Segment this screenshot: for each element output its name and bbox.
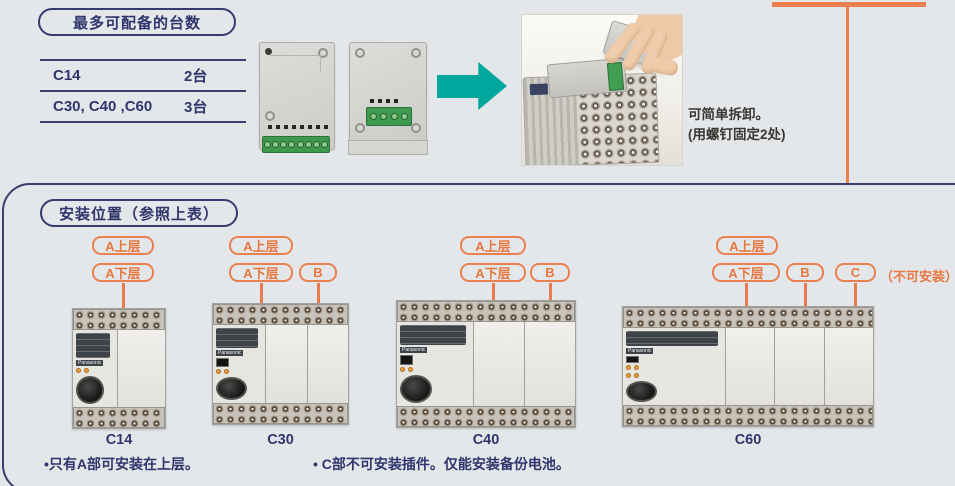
screw-ring bbox=[355, 123, 365, 133]
unit-caption-c14: C14 bbox=[105, 432, 133, 448]
slot-label-a-lower: A下层 bbox=[460, 263, 526, 282]
latch-outline bbox=[270, 55, 321, 72]
plc-unit-c14: Panasonic bbox=[72, 308, 166, 429]
slot-label-c: C bbox=[835, 263, 876, 282]
terminal-strip-top bbox=[213, 304, 348, 325]
unit-caption-c60: C60 bbox=[734, 432, 762, 448]
model-cell: C14 bbox=[53, 67, 81, 84]
cassette-module-front bbox=[259, 42, 335, 153]
terminal-block-green bbox=[262, 136, 330, 153]
slot-label-b: B bbox=[299, 263, 337, 282]
cassette-slot bbox=[473, 322, 524, 406]
indicator-label bbox=[400, 325, 466, 346]
cassette-slot bbox=[524, 322, 575, 406]
round-connector bbox=[76, 376, 104, 404]
cassette-slot bbox=[265, 325, 307, 403]
indicator-label bbox=[626, 331, 718, 346]
usb-port bbox=[216, 358, 229, 367]
plc-unit-c40: Panasonic bbox=[396, 300, 576, 428]
table-row: C30, C40 ,C60 3台 bbox=[40, 90, 246, 123]
status-leds bbox=[216, 368, 229, 374]
panasonic-logo: Panasonic bbox=[400, 347, 428, 354]
max-units-heading-label: 最多可配备的台数 bbox=[72, 14, 201, 32]
count-cell: 3台 bbox=[184, 99, 208, 116]
control-section: Panasonic bbox=[73, 330, 117, 407]
pin-row bbox=[268, 125, 328, 129]
orange-pointer-bar bbox=[772, 2, 926, 7]
table-row: C14 2台 bbox=[40, 59, 246, 90]
cassette-module-back bbox=[348, 42, 428, 155]
slot-label-a-upper: A上层 bbox=[229, 236, 293, 255]
cassette-slot bbox=[306, 325, 348, 403]
terminal-strip-bottom bbox=[623, 405, 873, 426]
install-position-heading: 安装位置（参照上表） bbox=[40, 199, 238, 227]
terminal-strip-bottom bbox=[73, 407, 165, 428]
orange-pointer-line bbox=[846, 6, 849, 185]
cassette-slot bbox=[774, 328, 824, 405]
panasonic-logo: Panasonic bbox=[76, 360, 104, 367]
install-position-heading-label: 安装位置（参照上表） bbox=[58, 205, 219, 223]
right-arrow-icon bbox=[437, 62, 507, 110]
removal-note-line1: 可简单拆卸。 bbox=[688, 107, 769, 122]
terminal-strip-top bbox=[397, 301, 575, 322]
screw-ring bbox=[265, 111, 275, 121]
slot-label-b: B bbox=[530, 263, 570, 282]
model-cell: C30, C40 ,C60 bbox=[53, 98, 153, 115]
slot-label-a-lower: A下层 bbox=[229, 263, 293, 282]
status-leds bbox=[626, 365, 642, 379]
terminal-strip-top bbox=[73, 309, 165, 330]
cassette-slot bbox=[823, 328, 873, 405]
screw-ring bbox=[355, 48, 365, 58]
cassette-slot bbox=[117, 330, 165, 407]
slot-label-a-upper: A上层 bbox=[716, 236, 778, 255]
terminal-strip-top bbox=[623, 307, 873, 328]
installation-photo bbox=[521, 14, 683, 166]
slot-label-a-lower: A下层 bbox=[712, 263, 780, 282]
slot-label-a-upper: A上层 bbox=[460, 236, 526, 255]
cassette-slot bbox=[725, 328, 775, 405]
screw-ring bbox=[411, 48, 421, 58]
install-position-panel bbox=[2, 183, 955, 486]
terminal-strip-bottom bbox=[213, 403, 348, 424]
usb-port bbox=[400, 355, 413, 366]
max-units-heading: 最多可配备的台数 bbox=[38, 8, 236, 36]
unit-caption-c30: C30 bbox=[267, 432, 294, 448]
round-connector bbox=[626, 381, 657, 402]
terminal-strip-bottom bbox=[397, 406, 575, 427]
round-connector bbox=[400, 375, 432, 403]
slot-label-b: B bbox=[786, 263, 824, 282]
removal-note-line2: (用螺钉固定2处) bbox=[688, 127, 786, 142]
usb-port bbox=[626, 355, 639, 364]
terminal-block-green bbox=[366, 107, 412, 126]
status-leds bbox=[400, 367, 413, 373]
plc-unit-c30: Panasonic bbox=[212, 303, 349, 425]
removal-note: 可简单拆卸。 (用螺钉固定2处) bbox=[688, 105, 878, 145]
count-cell: 2台 bbox=[184, 68, 208, 85]
indicator-label bbox=[76, 333, 110, 359]
panasonic-logo: Panasonic bbox=[216, 350, 244, 357]
screw-hole bbox=[265, 48, 272, 55]
slot-label-a-upper: A上层 bbox=[92, 236, 154, 255]
photo-cassette-installed bbox=[546, 57, 628, 99]
screw-ring bbox=[318, 48, 328, 58]
pin-row bbox=[370, 99, 398, 103]
control-section: Panasonic bbox=[397, 322, 473, 406]
control-section: Panasonic bbox=[623, 328, 725, 405]
slot-label-a-lower: A下层 bbox=[92, 263, 154, 282]
module-bottom-lip bbox=[348, 140, 428, 155]
max-units-table: C14 2台 C30, C40 ,C60 3台 bbox=[40, 59, 246, 123]
footnote-a: •只有A部可安装在上层。 bbox=[44, 456, 200, 472]
indicator-label bbox=[216, 328, 258, 349]
footnote-c: • C部不可安装插件。仅能安装备份电池。 bbox=[313, 456, 570, 472]
control-section: Panasonic bbox=[213, 325, 265, 403]
round-connector bbox=[216, 376, 247, 400]
screw-ring bbox=[411, 123, 421, 133]
status-leds bbox=[76, 368, 89, 374]
panasonic-logo: Panasonic bbox=[626, 347, 654, 354]
plc-unit-c60: Panasonic bbox=[622, 306, 874, 427]
unit-caption-c40: C40 bbox=[472, 432, 500, 448]
slot-c-note: （不可安装） bbox=[880, 269, 955, 284]
